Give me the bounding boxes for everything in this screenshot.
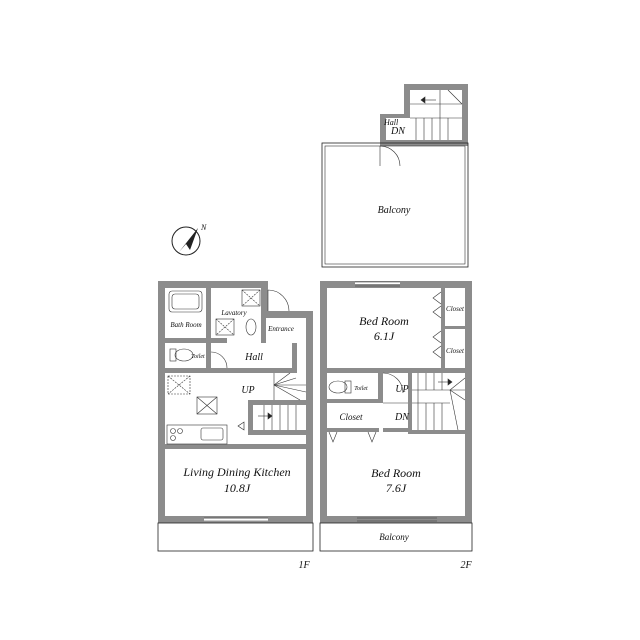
bedroom-bottom-name: Bed Room <box>371 466 421 480</box>
bathtub-icon <box>168 290 203 313</box>
stove-burner-icon <box>170 428 176 434</box>
balcony-label-2f: Balcony <box>379 532 409 542</box>
kitchen-counter <box>166 424 228 445</box>
second-floor-interior-walls <box>327 288 465 434</box>
closet-c-doors-icon <box>328 431 377 443</box>
first-floor-balcony <box>157 522 314 552</box>
toilet-icon-2f <box>328 380 348 394</box>
floor-label-2f: 2F <box>460 560 472 571</box>
dn-label-2f: DN <box>394 412 410 423</box>
first-floor-stairs <box>258 372 307 430</box>
closet-b-label: Closet <box>446 347 465 355</box>
lavatory-label: Lavatory <box>220 309 247 317</box>
second-floor: Balcony Closet Closet Bed Room 6.1J Toil… <box>319 281 473 571</box>
up-label-2f: UP <box>395 384 408 395</box>
north-arrow-icon: N <box>171 223 207 256</box>
closet-doors-icon <box>432 291 442 359</box>
second-floor-balcony <box>319 522 473 552</box>
rooftop-stair-walls <box>380 84 468 146</box>
rooftop-balcony-label: Balcony <box>378 205 411 216</box>
second-floor-stairs <box>383 373 466 431</box>
toilet-label-1f: Toilet <box>191 354 205 360</box>
ldk-size-label: 10.8J <box>224 481 251 495</box>
rooftop-door-swing <box>379 145 401 167</box>
closet-a-label: Closet <box>446 305 465 313</box>
compass-north-label: N <box>200 223 207 232</box>
wash-basin-icon <box>245 318 257 336</box>
bath-room-label: Bath Room <box>170 321 201 329</box>
range-hood-icon <box>167 375 191 395</box>
bedroom-top-name: Bed Room <box>359 314 409 328</box>
floor-label-1f: 1F <box>298 560 310 571</box>
toilet-door-swing <box>210 351 228 369</box>
rooftop-stairs <box>410 89 463 140</box>
closet-c-label: Closet <box>339 412 363 422</box>
toilet-label-2f: Toilet <box>354 386 368 392</box>
first-floor-interior-walls <box>165 288 306 449</box>
ldk-name-label: Living Dining Kitchen <box>182 465 290 479</box>
washing-machine-icon <box>215 318 235 336</box>
rooftop-hall-label: Hall <box>383 118 399 127</box>
rooftop-section: Hall DN Balcony <box>321 84 469 268</box>
stair-door-swing-2f <box>382 372 404 394</box>
kitchen-sink-icon <box>200 427 224 441</box>
ceiling-vent-icon <box>241 289 261 307</box>
up-label-1f: UP <box>241 385 254 396</box>
rooftop-balcony-outline <box>321 142 469 268</box>
kitchen-vent-icon <box>196 396 218 415</box>
bedroom-bottom-size: 7.6J <box>386 481 407 495</box>
entrance-label: Entrance <box>267 325 294 333</box>
hall-label-1f: Hall <box>244 352 263 363</box>
rooftop-dn-label: DN <box>390 126 406 137</box>
entrance-door-swing <box>267 289 290 312</box>
bedroom-top-size: 6.1J <box>374 329 395 343</box>
first-floor: Bath Room Lavatory Entrance Toilet Hall <box>157 281 314 571</box>
toilet-icon <box>174 348 194 362</box>
